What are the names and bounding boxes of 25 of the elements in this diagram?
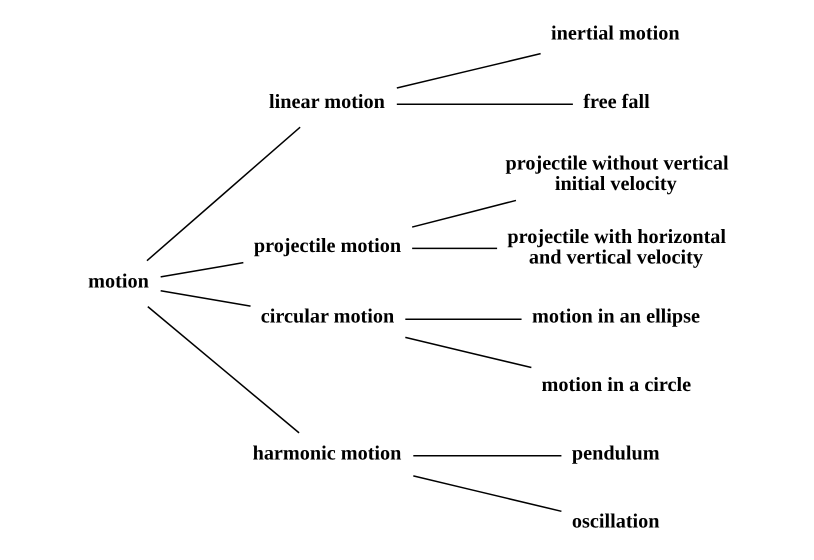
connector [412, 455, 561, 457]
node-text: linear motion [268, 90, 384, 113]
node-text: free fall [582, 90, 650, 113]
connector [396, 52, 540, 89]
node-text: motion in a circle [541, 374, 691, 396]
connector [404, 336, 532, 368]
node-text: projectile motion [253, 234, 401, 257]
node-text: pendulum [571, 442, 660, 464]
connector [396, 103, 572, 105]
node-text: oscillation [571, 510, 660, 533]
node-text: motion in an ellipse [532, 306, 700, 328]
node-text: motion [88, 270, 148, 292]
connector [146, 126, 300, 262]
node-text: harmonic motion [252, 442, 401, 464]
connector [404, 318, 522, 320]
connector [412, 248, 497, 250]
connector [411, 200, 516, 228]
connector [160, 262, 243, 278]
node-text: projectile with horizontal and vertical velocity [506, 226, 726, 268]
node-text: inertial motion [550, 22, 680, 44]
connector [412, 475, 562, 512]
node-text: projectile without vertical initial velocity [505, 152, 728, 195]
connector [146, 306, 300, 434]
node-text: circular motion [260, 306, 394, 328]
connector [160, 290, 250, 307]
